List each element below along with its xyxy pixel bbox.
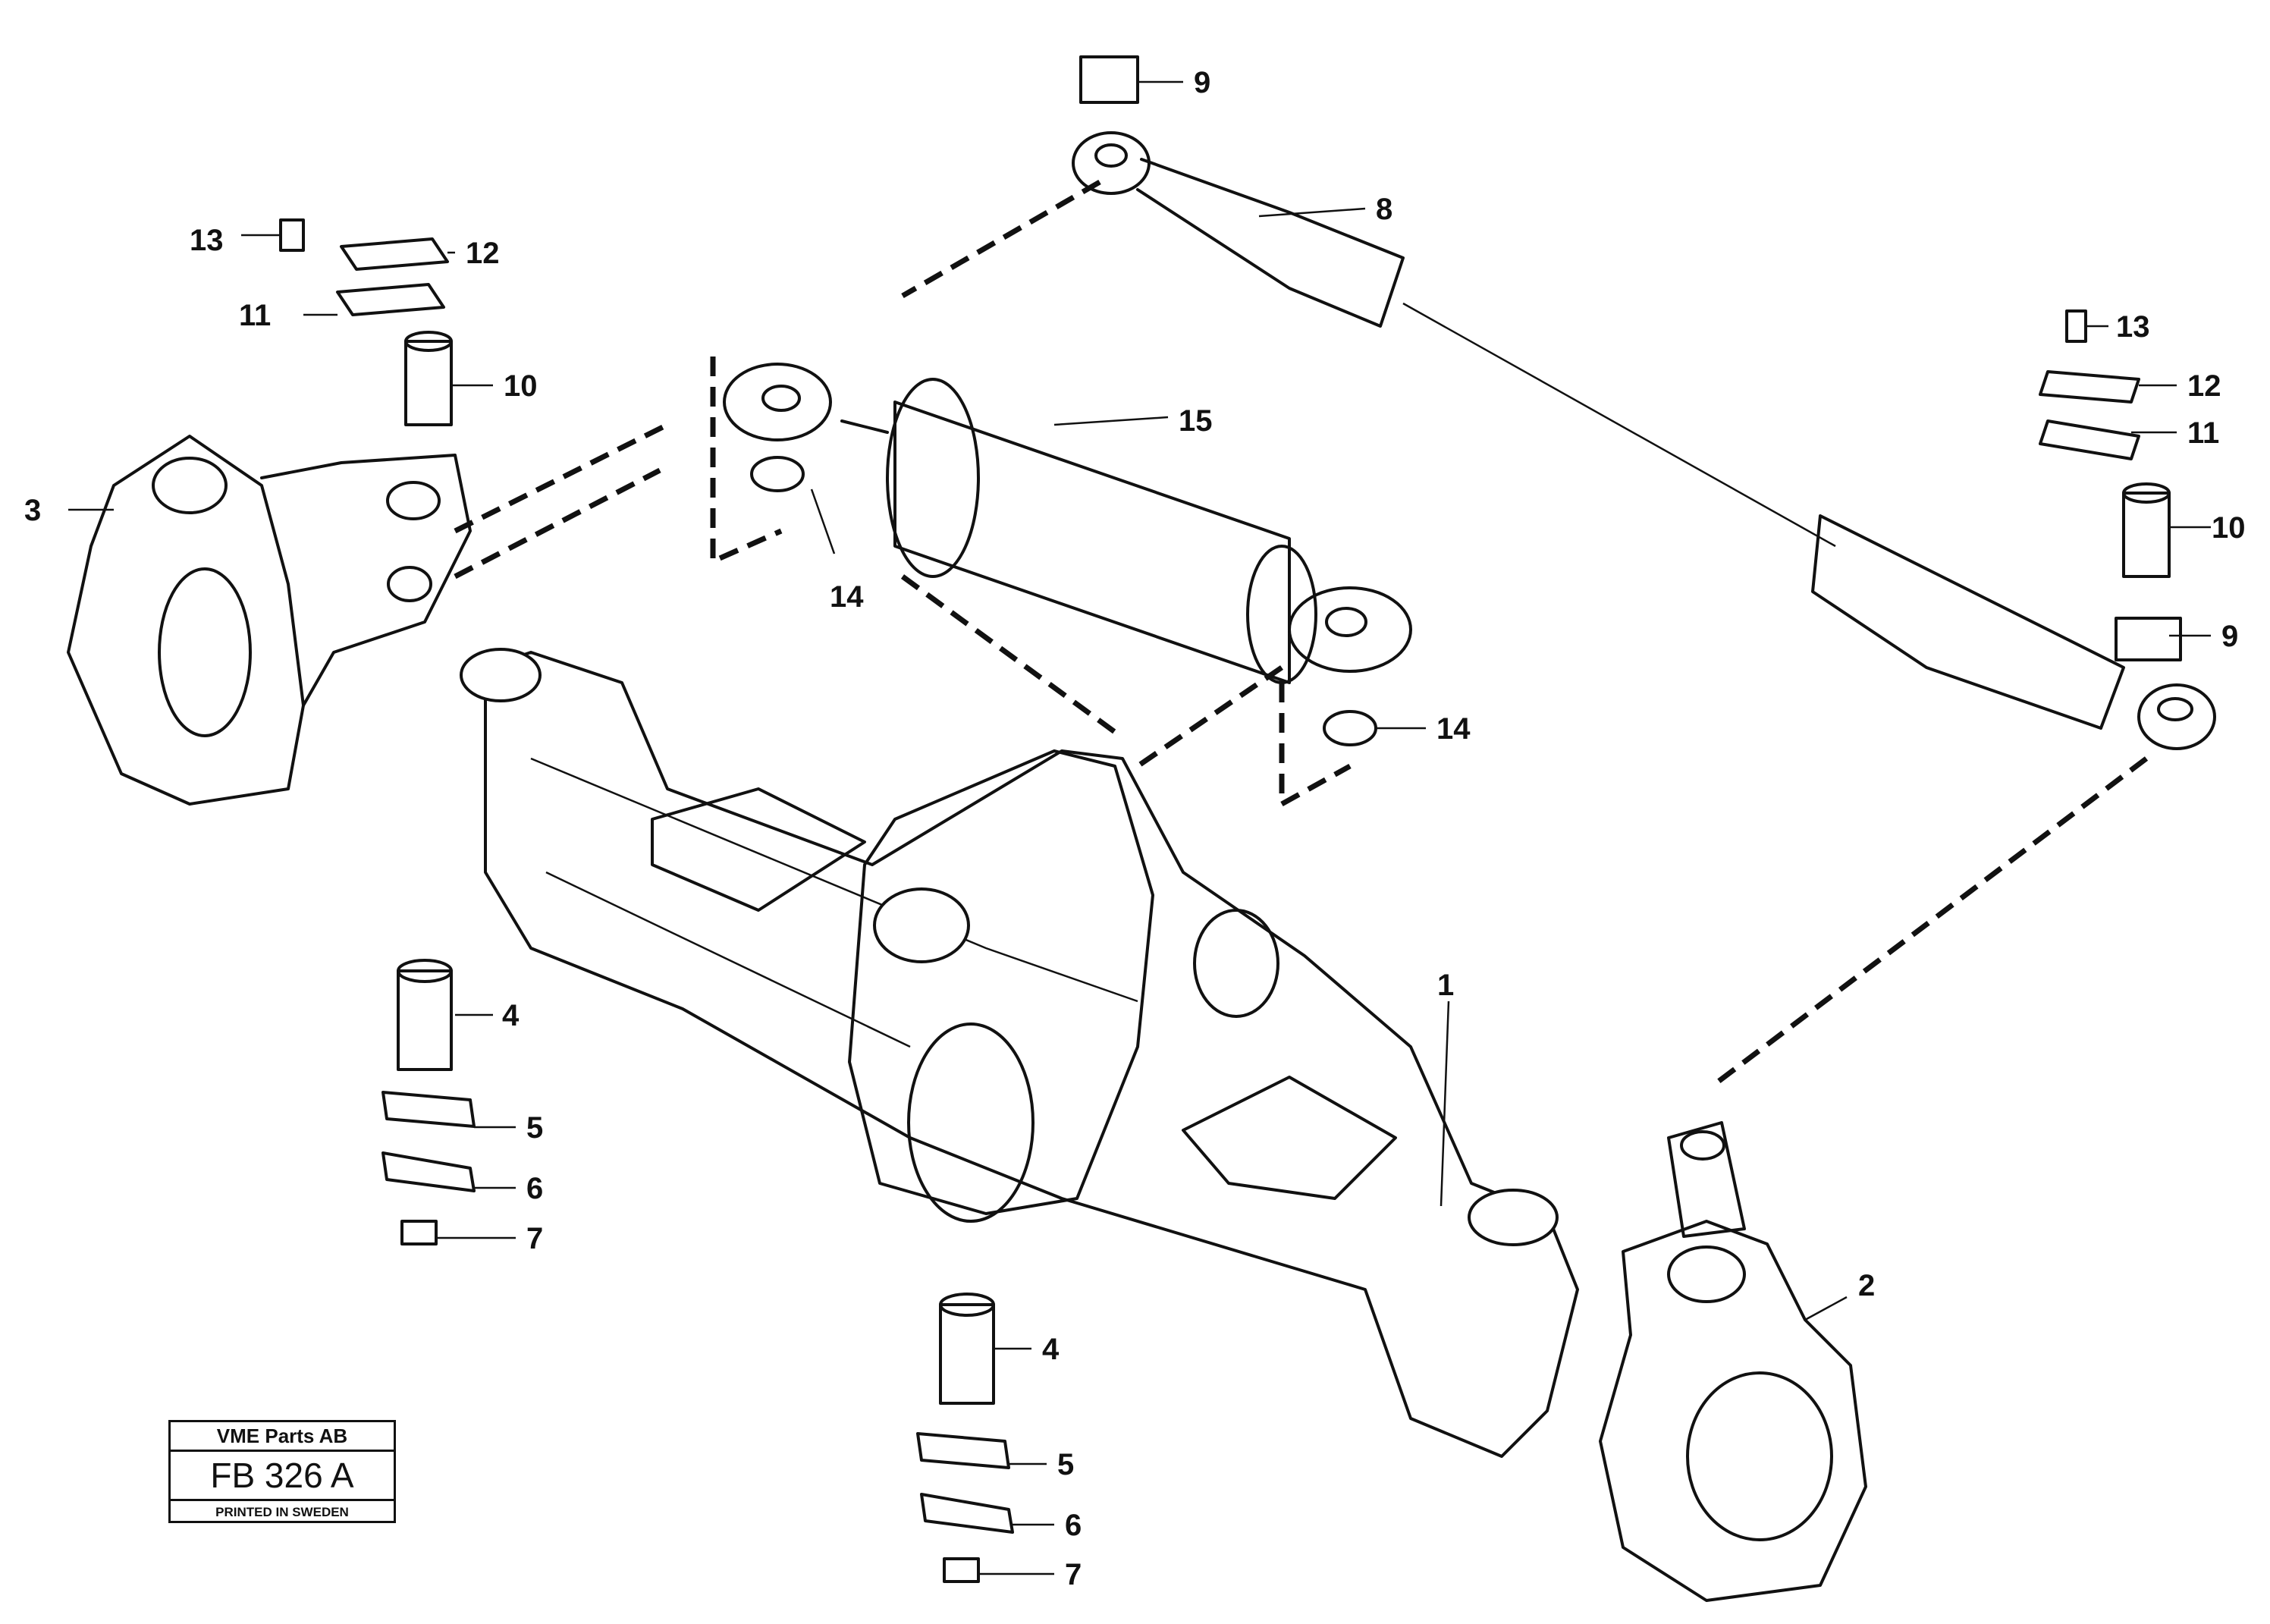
shims-lower-left: [381, 1091, 476, 1245]
callout-13-left: 13: [190, 224, 224, 257]
steering-knuckle-left: [67, 435, 472, 806]
callout-13-right: 13: [2116, 310, 2150, 344]
steering-knuckle-right: [1599, 1121, 1867, 1602]
washer-cylinder-left: [750, 456, 805, 492]
callout-8: 8: [1376, 193, 1392, 226]
leader-lines: [68, 80, 2211, 1575]
king-pin-upper-right: [2039, 309, 2182, 661]
bolt-upper-left: [279, 218, 305, 252]
callout-14-left: 14: [830, 580, 864, 614]
callout-7-left: 7: [526, 1222, 543, 1255]
bearing-upper-tie-rod: [1079, 55, 1139, 104]
callout-12-left: 12: [466, 237, 500, 270]
stamp-code: FB 326 A: [171, 1452, 394, 1501]
callout-15: 15: [1179, 404, 1213, 438]
callout-6-left: 6: [526, 1172, 543, 1205]
callout-4-center: 4: [1042, 1333, 1060, 1366]
callout-11-right: 11: [2187, 416, 2219, 450]
king-pin-lower-center: [916, 1293, 1014, 1583]
callout-5-left: 5: [526, 1111, 543, 1145]
callout-12-right: 12: [2187, 369, 2221, 403]
tie-rod: [1072, 131, 2216, 750]
steering-cylinder: [723, 363, 1412, 684]
stamp-printed: PRINTED IN SWEDEN: [215, 1505, 349, 1519]
shim-left-upper: [336, 237, 449, 316]
callout-5-center: 5: [1057, 1448, 1074, 1481]
callout-14-right: 14: [1436, 712, 1471, 746]
king-pin-lower-left: [397, 959, 453, 1071]
callout-6-center: 6: [1065, 1509, 1082, 1542]
axle-beam: [460, 648, 1579, 1458]
callout-4-left: 4: [502, 999, 520, 1032]
washer-cylinder-right: [1323, 710, 1377, 746]
callout-10-left: 10: [504, 369, 538, 403]
callout-7-center: 7: [1065, 1558, 1082, 1591]
callout-11-left: 11: [239, 299, 271, 332]
title-stamp: VME Parts AB FB 326 A PRINTED IN SWEDEN: [168, 1420, 396, 1523]
assembly-dash-lines: [454, 179, 2149, 1087]
callout-3: 3: [24, 494, 41, 527]
callout-9-right: 9: [2221, 620, 2238, 653]
callout-9-top: 9: [1194, 66, 1210, 99]
callout-labels: 1 2 3 4 4 5 5 6 6 7 7 8 9 9 10 10 11 11 …: [24, 66, 2246, 1591]
king-pin-upper-left: [404, 331, 453, 426]
callout-1: 1: [1437, 969, 1454, 1002]
callout-10-right: 10: [2212, 511, 2246, 545]
stamp-company: VME Parts AB: [171, 1422, 394, 1452]
callout-2: 2: [1858, 1269, 1875, 1302]
